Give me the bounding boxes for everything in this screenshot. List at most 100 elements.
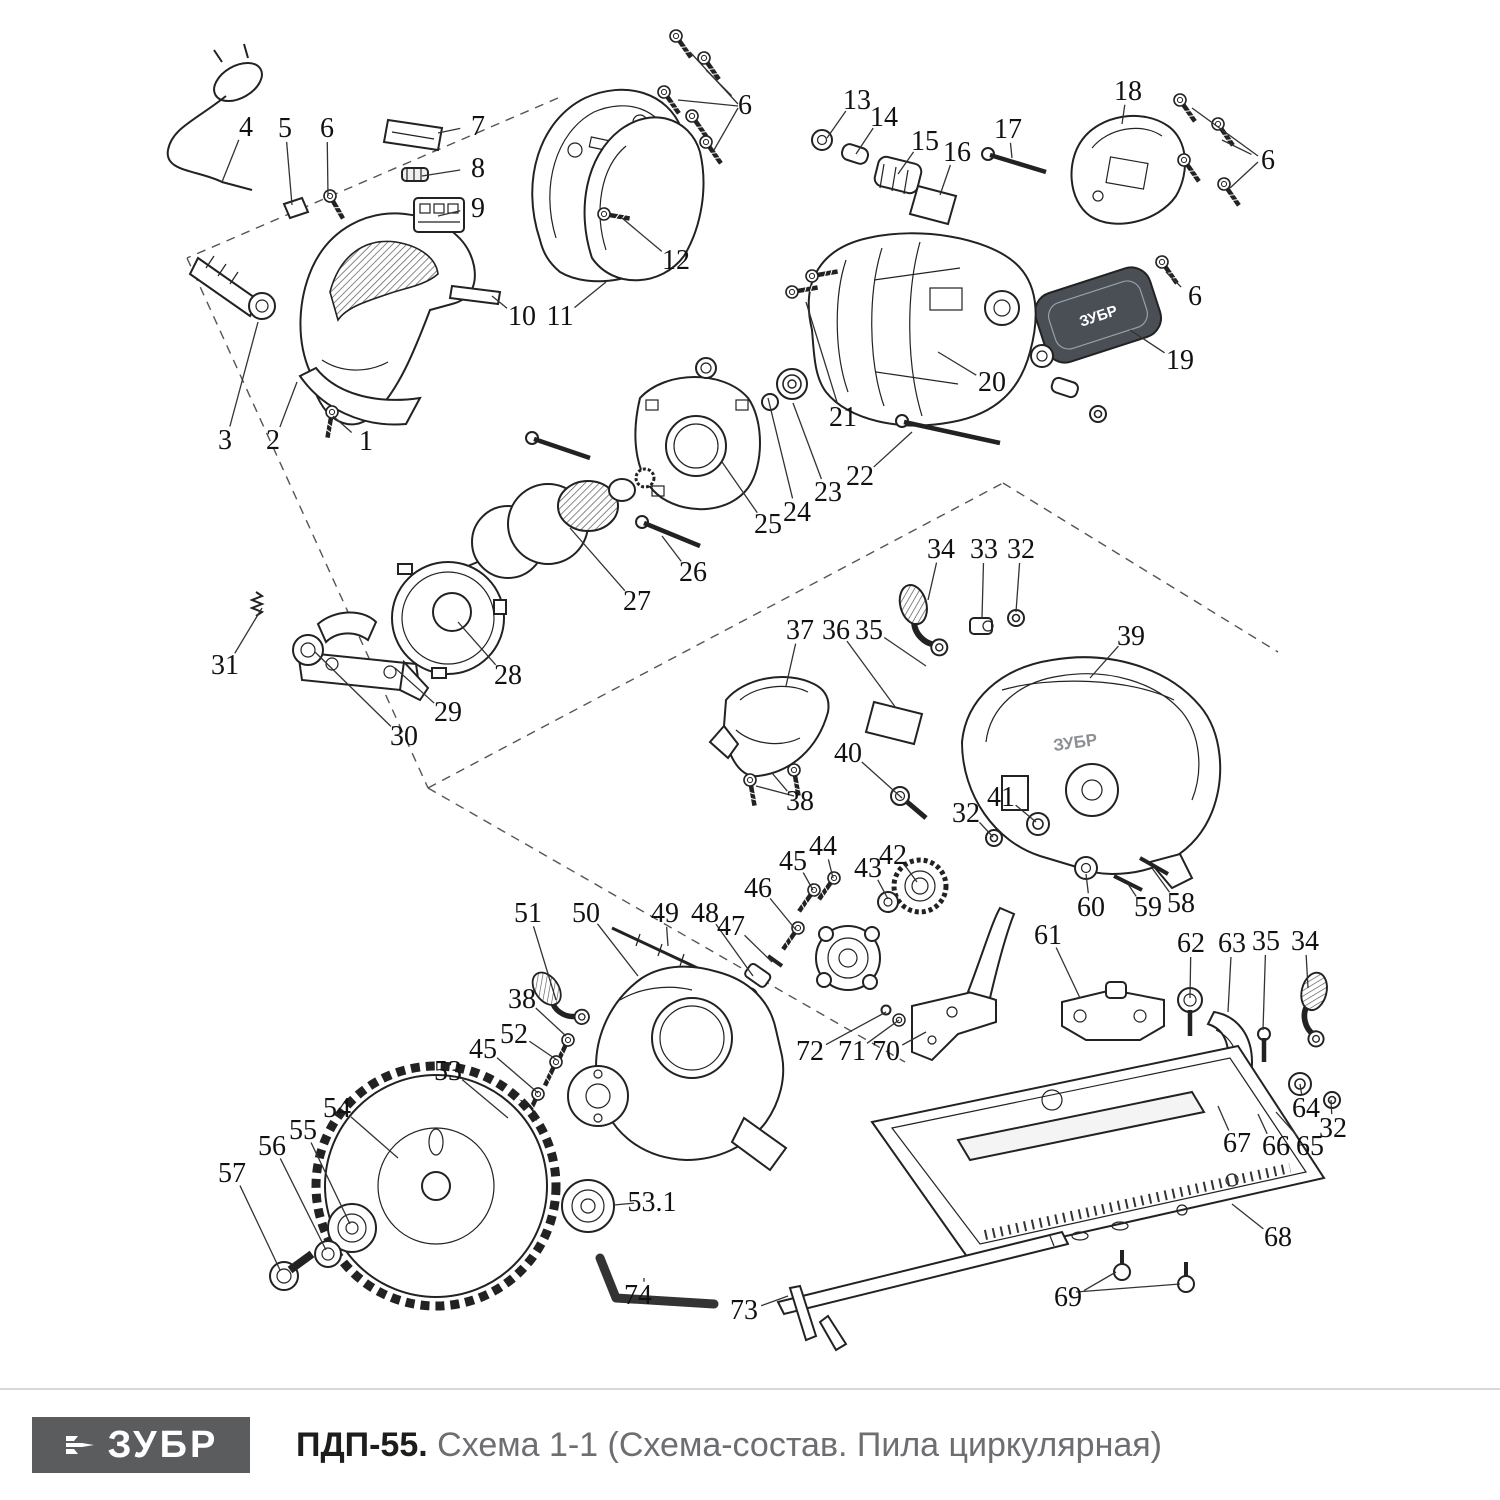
leader-line (310, 1142, 351, 1225)
leader-line (1015, 562, 1021, 613)
leader-line (529, 1040, 558, 1061)
motor-cover-19: ЗУБР (1034, 266, 1162, 364)
part-number-label: 33 (970, 534, 998, 565)
part-number-label: 58 (1167, 888, 1195, 919)
leader-line (1009, 142, 1013, 159)
handle-lower-shoe (298, 366, 422, 426)
blade-flange-outer-55 (327, 1203, 377, 1253)
part-number-label: 53.1 (628, 1187, 677, 1218)
part-number-label: 36 (822, 615, 850, 646)
part-number-label: 52 (500, 1019, 528, 1050)
leader-line (927, 562, 938, 601)
blade-flange-inner (567, 1065, 629, 1127)
leader-line (877, 879, 889, 900)
leader-line (1217, 1105, 1230, 1131)
part-number-label: 1 (359, 426, 373, 457)
construction-dashed-lines (186, 97, 1279, 1063)
leader-line (491, 295, 508, 309)
riving-knife-bracket-70 (911, 906, 1016, 1062)
part-number-label: 7 (471, 111, 485, 142)
leader-line (421, 169, 461, 177)
leader-line (457, 621, 497, 666)
part-number-label: 60 (1077, 892, 1105, 923)
leader-line (785, 643, 797, 687)
part-number-label: 32 (952, 798, 980, 829)
lever-group-upper (896, 580, 1025, 662)
spring-31 (251, 591, 263, 617)
leader-line (596, 923, 639, 977)
cord-protector (188, 256, 260, 318)
leader-line (1127, 883, 1137, 897)
part-number-label: 62 (1177, 928, 1205, 959)
leader-line (279, 1158, 327, 1251)
part-number-label: 22 (846, 461, 874, 492)
lower-blade-guard-group (491, 963, 788, 1172)
leader-lines-69 (1075, 1283, 1181, 1293)
part-number-label: 6 (1188, 281, 1202, 312)
part-number-label: 3 (218, 425, 232, 456)
leader-line (221, 139, 240, 183)
part-number-label: 2 (266, 425, 280, 456)
part-number-label: 5 (278, 113, 292, 144)
leader-line (496, 1057, 539, 1094)
spindle-cover-group (708, 676, 924, 807)
leader-line (569, 527, 626, 592)
leader-line (897, 151, 915, 175)
top-cover-18 (1070, 92, 1259, 287)
part-number-label: 31 (211, 650, 239, 681)
leader-line (1015, 804, 1037, 823)
power-cord-and-plug (166, 43, 276, 320)
part-number-label: 46 (744, 873, 772, 904)
part-number-label: 68 (1264, 1222, 1292, 1253)
part-number-label: 38 (508, 984, 536, 1015)
rip-fence-73 (776, 1230, 1070, 1352)
main-handle (282, 188, 476, 439)
leader-line (1221, 139, 1252, 156)
leader-line (769, 897, 797, 931)
part-number-label: 45 (469, 1034, 497, 1065)
leader-line (279, 381, 298, 428)
upper-blade-guard-39: ЗУБР (890, 656, 1222, 890)
part-number-label: 18 (1114, 76, 1142, 107)
leader-line (802, 872, 814, 891)
leader-line (234, 607, 263, 654)
part-number-label: 66 (1262, 1131, 1290, 1162)
part-number-label: 26 (679, 557, 707, 588)
part-number-label: 14 (870, 102, 898, 133)
leader-line (715, 923, 754, 977)
part-number-label: 13 (843, 85, 871, 116)
leader-line (535, 1007, 567, 1037)
part-number-label: 47 (717, 911, 745, 942)
leader-line (792, 402, 823, 480)
part-number-label: 34 (1291, 926, 1319, 957)
part-number-label: 21 (829, 402, 857, 433)
part-number-label: 55 (289, 1115, 317, 1146)
leader-line (978, 821, 994, 838)
leader-line (901, 1031, 927, 1046)
part-number-label: 12 (662, 245, 690, 276)
leader-line (1055, 947, 1081, 999)
part-number-label: 43 (854, 853, 882, 884)
footer-divider (0, 1388, 1500, 1390)
part-number-label: 9 (471, 193, 485, 224)
bearing-53-1 (561, 1179, 615, 1233)
part-number-label: 11 (547, 301, 574, 332)
part-number-label: 44 (809, 831, 837, 862)
gear-cluster (794, 857, 949, 915)
part-number-label: 8 (471, 153, 485, 184)
leader-line (760, 1295, 789, 1307)
part-number-label: 32 (1007, 534, 1035, 565)
leader-line (1085, 873, 1089, 894)
leader-line (621, 217, 663, 252)
rotor-armature-27 (467, 467, 656, 579)
leader-line (939, 164, 951, 196)
part-number-label: 35 (855, 615, 883, 646)
leader-line (1083, 1271, 1117, 1292)
leader-line (904, 865, 918, 883)
cord-clamp (282, 196, 310, 220)
part-number-label: 42 (879, 840, 907, 871)
brand-name: ЗУБР (107, 1423, 219, 1466)
leader-line (1275, 1111, 1298, 1137)
stator-group (525, 357, 808, 549)
